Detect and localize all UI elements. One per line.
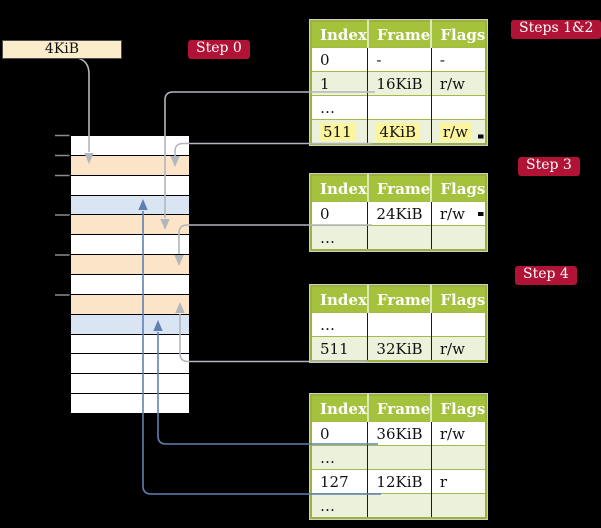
table-cell: 0 — [311, 47, 368, 72]
table-cell: 127 — [311, 469, 368, 494]
table-cell: - — [430, 47, 487, 72]
memory-row-orange — [71, 155, 189, 175]
table-cell: r/w — [430, 201, 487, 226]
memory-row-white — [71, 334, 189, 354]
table-cell — [367, 312, 432, 337]
table-cell — [367, 445, 432, 470]
table-row: … — [311, 225, 487, 250]
page-size-box: 4KiB — [2, 40, 122, 59]
table-row: … — [311, 445, 487, 470]
table-cell: 0 — [311, 201, 368, 226]
table-row: … — [311, 95, 487, 120]
table-cell: r/w — [430, 71, 487, 96]
table-cell: … — [311, 95, 368, 120]
memory-row-orange — [71, 294, 189, 314]
table-row: … — [311, 312, 487, 337]
steps-1-2-badge: Steps 1&2 — [511, 20, 601, 39]
column-header-frame: Frame — [366, 21, 432, 48]
memory-row-white — [71, 175, 189, 195]
highlighted-value: 4KiB — [376, 122, 419, 141]
column-header-index: Index — [311, 21, 368, 48]
step-0-badge: Step 0 — [188, 40, 250, 59]
table-cell: 511 — [311, 336, 368, 361]
column-header-frame: Frame — [366, 175, 432, 202]
memory-row-blue — [71, 195, 189, 215]
column-header-flags: Flags — [430, 175, 487, 202]
memory-row-white — [71, 394, 189, 413]
table-cell: 0 — [311, 421, 368, 446]
column-header-flags: Flags — [430, 395, 487, 422]
memory-row-orange — [71, 255, 189, 274]
table-cell: … — [311, 225, 368, 250]
table-cell: 32KiB — [367, 336, 432, 361]
memory-row-orange — [71, 215, 189, 235]
table-cell: r/w — [430, 336, 487, 361]
column-header-flags: Flags — [430, 286, 487, 313]
table-cell — [367, 225, 432, 250]
table-cell — [367, 95, 432, 120]
table-cell: 12KiB — [367, 469, 432, 494]
memory-row-white — [71, 275, 189, 294]
table-cell: r/w — [430, 119, 487, 144]
highlighted-value: 511 — [320, 122, 355, 141]
table-cell — [367, 493, 432, 518]
memory-column — [70, 135, 190, 414]
table-cell — [430, 312, 487, 337]
memory-row-white — [71, 235, 189, 255]
memory-row-white — [71, 374, 189, 394]
column-header-frame: Frame — [366, 286, 432, 313]
table-cell — [430, 445, 487, 470]
table-cell: 511 — [311, 119, 368, 144]
table-cell: … — [311, 493, 368, 518]
table-row: 511 4KiB r/w — [311, 119, 487, 144]
column-header-index: Index — [311, 286, 368, 313]
column-header-index: Index — [311, 395, 368, 422]
table-cell: r — [430, 469, 487, 494]
memory-row-blue — [71, 314, 189, 334]
memory-row-white — [71, 136, 189, 155]
table-cell — [430, 95, 487, 120]
connector-table1-row-511-4kib — [174, 142, 372, 156]
table-cell — [430, 225, 487, 250]
table-cell: 16KiB — [367, 71, 432, 96]
table-cell — [430, 493, 487, 518]
highlighted-value: r/w — [439, 122, 471, 141]
table-cell: - — [367, 47, 432, 72]
table-cell: 24KiB — [367, 201, 432, 226]
table-cell: 1 — [311, 71, 368, 96]
column-header-index: Index — [311, 175, 368, 202]
table-row: 0-- — [311, 47, 487, 72]
table-cell: r/w — [430, 421, 487, 446]
memory-row-white — [71, 354, 189, 374]
column-header-flags: Flags — [430, 21, 487, 48]
table-row: … — [311, 493, 487, 518]
column-header-frame: Frame — [366, 395, 432, 422]
table-cell: … — [311, 312, 368, 337]
table-cell: … — [311, 445, 368, 470]
table-cell: 4KiB — [367, 119, 432, 144]
step-4-badge: Step 4 — [515, 266, 577, 285]
table-cell: 36KiB — [367, 421, 432, 446]
step-3-badge: Step 3 — [518, 157, 580, 176]
